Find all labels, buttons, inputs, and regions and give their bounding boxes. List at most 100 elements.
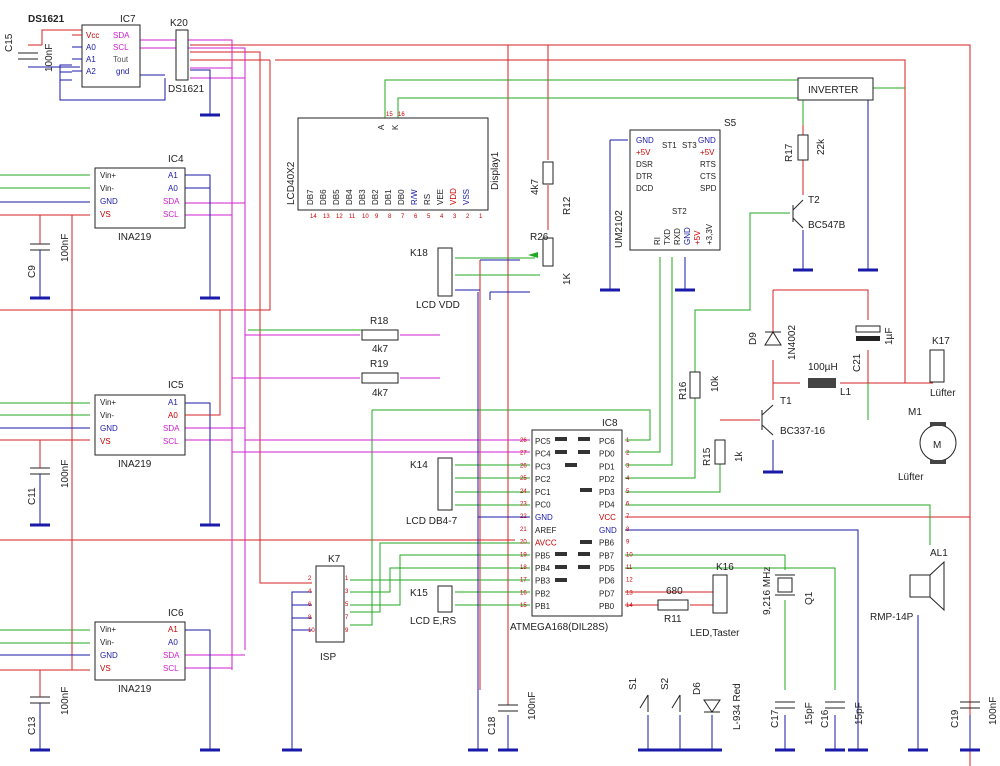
pin-label: A: [377, 124, 386, 130]
ic6-ref: IC6: [168, 608, 184, 619]
c21-ref: C21: [852, 353, 863, 372]
pin-label: PD6: [599, 577, 615, 586]
pin-label: +3,3V: [705, 223, 714, 245]
pin-label: 14: [310, 214, 317, 220]
pin-label: 25: [520, 476, 527, 482]
r18-resistor: R18 4k7: [361, 316, 399, 355]
pin-label: 24: [520, 489, 527, 495]
pin-label: A1: [168, 171, 178, 180]
k17-header: K17 Lüfter: [929, 336, 956, 399]
ground-symbols: [30, 113, 980, 752]
r12-ref: R12: [562, 196, 573, 215]
k18-ref: K18: [410, 248, 428, 259]
c15-capacitor: C15 100nF: [4, 33, 80, 72]
pin-label: 16: [520, 590, 527, 596]
c15-ref: C15: [4, 33, 15, 52]
d9-ref: D9: [748, 332, 759, 345]
pin-label: 6: [414, 214, 418, 220]
k15-header: K15 LCD E,RS: [410, 585, 456, 627]
r15-ref: R15: [702, 447, 713, 466]
c16-ref: C16: [820, 709, 831, 728]
pin-label: 2: [466, 214, 470, 220]
pin-label: 10: [362, 214, 369, 220]
display-name: LCD40X2: [286, 161, 297, 205]
pin-label: 10: [308, 628, 315, 634]
c13-ref: C13: [27, 716, 38, 735]
pin-label: RTS: [700, 160, 716, 169]
pin-label: 9: [375, 214, 379, 220]
r12-resistor: 4k7 R12: [530, 161, 573, 215]
t1-ref: T1: [780, 396, 792, 407]
t1-transistor: T1 BC337-16: [761, 396, 825, 437]
k18-header: K18 LCD VDD: [410, 247, 460, 311]
pin-label: PB0: [599, 602, 615, 611]
pin-label: 9: [626, 540, 630, 546]
k18-name: LCD VDD: [416, 300, 460, 311]
t1-value: BC337-16: [780, 426, 825, 437]
pin-label: SCL: [113, 43, 129, 52]
c18-value: 100nF: [527, 692, 538, 720]
r26-value: 1K: [562, 272, 573, 285]
r16-ref: R16: [678, 381, 689, 400]
l1-inductor: 100µH L1: [808, 362, 852, 398]
c16-value: 15pF: [854, 702, 865, 725]
pin-label: 5: [427, 214, 431, 220]
pin-label: PB1: [535, 602, 551, 611]
pin-label: 19: [520, 552, 527, 558]
pin-label: PD2: [599, 475, 615, 484]
pin-label: 11: [349, 214, 356, 220]
pin-label: VDD: [449, 188, 458, 205]
ic7-ds1621: DS1621 IC7 Vcc A0 A1 A2 SDA SCL Tout gnd: [28, 14, 141, 88]
pin-label: A1: [168, 398, 178, 407]
pin-label: SDA: [163, 424, 180, 433]
pin-label: 7: [345, 615, 349, 621]
k7-name: ISP: [320, 652, 336, 663]
c18-capacitor: C18 100nF: [487, 692, 538, 735]
ic8-name: ATMEGA168(DIL28S): [510, 622, 608, 633]
r18-value: 4k7: [372, 344, 389, 355]
q1-ref: Q1: [804, 591, 815, 605]
pin-label: AREF: [535, 526, 556, 535]
k20-name: DS1621: [168, 84, 205, 95]
pin-label: 22: [520, 514, 527, 520]
pin-label: ST1: [662, 141, 677, 150]
ic5-ref: IC5: [168, 380, 184, 391]
c9-ref: C9: [27, 265, 38, 278]
pin-label: 5: [626, 489, 630, 495]
t2-value: BC547B: [808, 220, 846, 231]
d6-value: L-934 Red: [732, 683, 743, 730]
pin-label: DCD: [636, 184, 654, 193]
pin-label: PC3: [535, 462, 551, 471]
pin-label: RXD: [673, 228, 682, 245]
pin-label: A0: [86, 43, 96, 52]
r12-value: 4k7: [530, 178, 541, 195]
pin-label: PB6: [599, 539, 615, 548]
pin-number: 15: [386, 112, 393, 118]
pin-label: +5V: [693, 230, 702, 245]
ic6-name: INA219: [118, 684, 152, 695]
k14-ref: K14: [410, 460, 428, 471]
pin-label: GND: [100, 651, 118, 660]
ic7-ref: IC7: [120, 14, 136, 25]
l1-value: 100µH: [808, 362, 838, 373]
pin-label: A0: [168, 184, 178, 193]
pin-label: PD7: [599, 589, 615, 598]
r18-ref: R18: [370, 316, 389, 327]
pin-label: 1: [479, 214, 483, 220]
s5-ref: S5: [724, 118, 737, 129]
k17-ref: K17: [932, 336, 950, 347]
pin-label: RI: [653, 237, 662, 245]
pin-label: 8: [388, 214, 392, 220]
pin-label: 12: [336, 214, 343, 220]
pin-label: Vcc: [86, 31, 99, 40]
pin-label: Vin+: [100, 625, 116, 634]
c16-capacitor: C16 15pF: [820, 701, 865, 728]
s1-ref: S1: [628, 677, 639, 690]
pin-label: A1: [86, 55, 96, 64]
pin-label: PB2: [535, 589, 551, 598]
inverter-label: INVERTER: [808, 85, 858, 96]
t2-transistor: T2 BC547B: [792, 195, 846, 231]
